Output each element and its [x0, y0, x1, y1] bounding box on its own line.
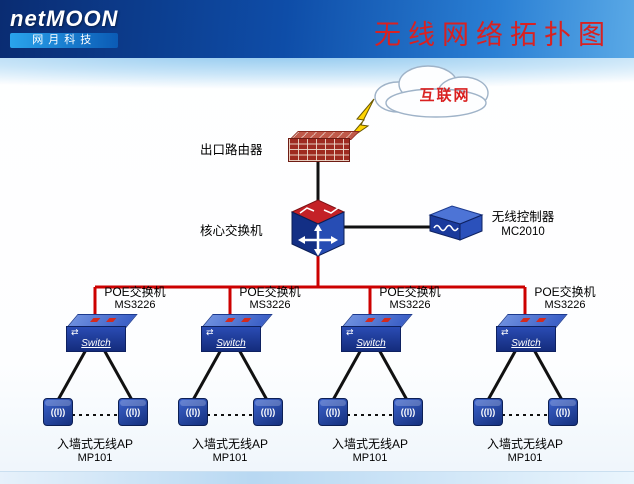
poe-switch-label: POE交换机 MS3226 — [379, 285, 441, 312]
controller-model: MC2010 — [501, 226, 545, 238]
switch-arrows-icon: ⇄ — [346, 327, 353, 337]
switch-face-label: Switch — [216, 338, 246, 349]
switch-face-label: Switch — [81, 338, 111, 349]
poe-switch-label: POE交换机 MS3226 — [534, 285, 596, 312]
switch-arrows-icon: ⇄ — [71, 327, 78, 337]
poe-switch-label: POE交换机 MS3226 — [104, 285, 166, 312]
logo-subtext: 网月科技 — [10, 33, 119, 48]
switch-face-label: Switch — [356, 338, 386, 349]
poe-switch-icon: ⇄ Switch — [201, 314, 273, 352]
ap-group-label: 入墙式无线AP MP101 — [191, 437, 268, 464]
ap-group-label: 入墙式无线AP MP101 — [486, 437, 563, 464]
ap-group-label: 入墙式无线AP MP101 — [331, 437, 408, 464]
ap-group-label: 入墙式无线AP MP101 — [56, 437, 133, 464]
antenna-glyph: ((l)) — [125, 407, 141, 417]
antenna-glyph: ((l)) — [325, 407, 341, 417]
antenna-glyph: ((l)) — [185, 407, 201, 417]
switch-front-face: ⇄ Switch — [341, 326, 401, 352]
switch-face-label: Switch — [511, 338, 541, 349]
core-switch-label: 核心交换机 — [200, 224, 263, 238]
switch-arrows-icon: ⇄ — [206, 327, 213, 337]
controller-label-block: 无线控制器 MC2010 — [483, 210, 563, 240]
antenna-glyph: ((l)) — [260, 407, 276, 417]
wireless-ap-icon: ((l)) — [318, 398, 348, 426]
wireless-ap-icon: ((l)) — [118, 398, 148, 426]
logo-text: netMOON — [10, 6, 119, 31]
antenna-glyph: ((l)) — [400, 407, 416, 417]
switch-front-face: ⇄ Switch — [201, 326, 261, 352]
controller-label: 无线控制器 — [491, 210, 555, 224]
wireless-controller-icon — [428, 205, 484, 241]
antenna-glyph: ((l)) — [480, 407, 496, 417]
antenna-glyph: ((l)) — [50, 407, 66, 417]
internet-label: 互联网 — [419, 87, 471, 104]
switch-arrows-icon: ⇄ — [501, 327, 508, 337]
footer-swoosh — [0, 471, 634, 484]
wireless-ap-icon: ((l)) — [548, 398, 578, 426]
wireless-ap-icon: ((l)) — [43, 398, 73, 426]
poe-switch-label: POE交换机 MS3226 — [239, 285, 301, 312]
wireless-ap-icon: ((l)) — [473, 398, 503, 426]
company-logo: netMOON 网月科技 — [10, 6, 119, 48]
wireless-ap-icon: ((l)) — [253, 398, 283, 426]
switch-front-face: ⇄ Switch — [496, 326, 556, 352]
wireless-ap-icon: ((l)) — [178, 398, 208, 426]
wireless-ap-icon: ((l)) — [393, 398, 423, 426]
core-switch-icon — [290, 199, 346, 257]
antenna-glyph: ((l)) — [555, 407, 571, 417]
switch-front-face: ⇄ Switch — [66, 326, 126, 352]
header-band — [0, 0, 634, 104]
router-label: 出口路由器 — [200, 143, 263, 157]
poe-switch-icon: ⇄ Switch — [496, 314, 568, 352]
poe-switch-icon: ⇄ Switch — [66, 314, 138, 352]
slide-title: 无线网络拓扑图 — [374, 20, 612, 50]
exit-router-icon — [288, 138, 350, 162]
poe-switch-icon: ⇄ Switch — [341, 314, 413, 352]
